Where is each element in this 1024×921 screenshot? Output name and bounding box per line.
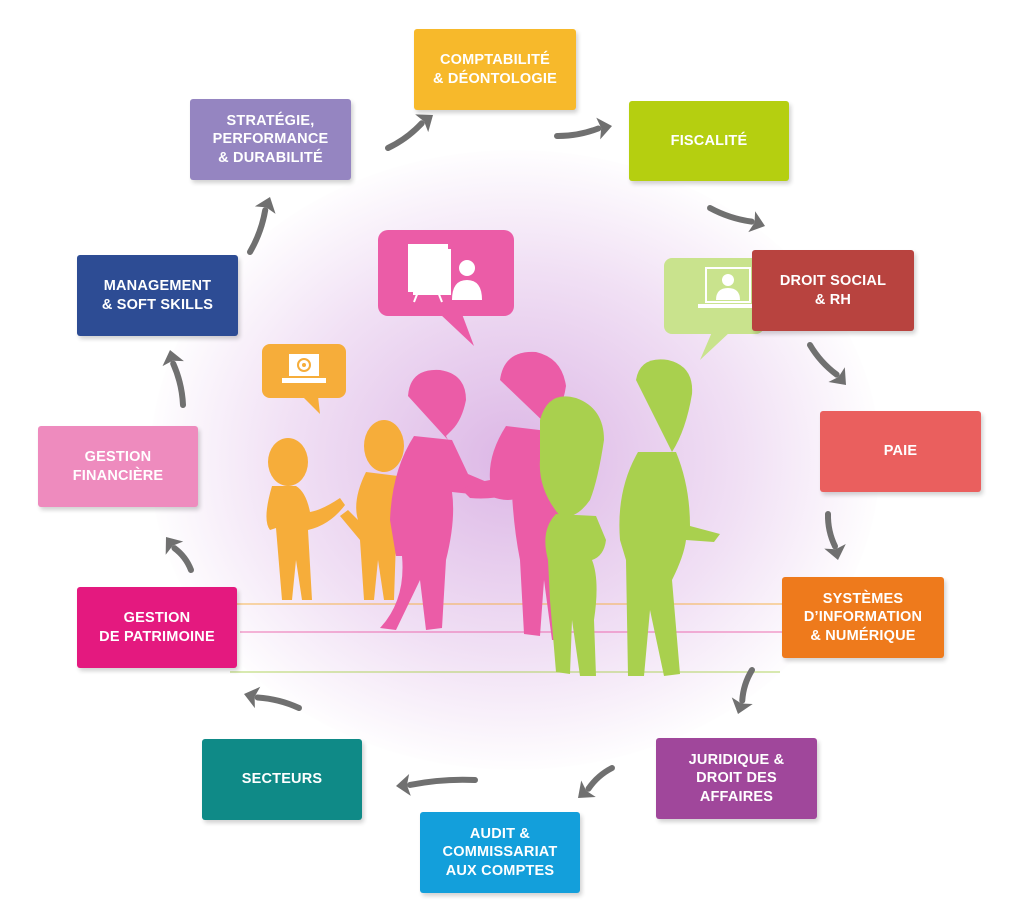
topic-droit-social-rh[interactable]: DROIT SOCIAL & RH	[752, 250, 914, 331]
topic-audit[interactable]: AUDIT & COMMISSARIAT AUX COMPTES	[420, 812, 580, 893]
orange-person-left	[266, 438, 345, 600]
cycle-arrow	[578, 765, 615, 798]
topic-comptabilite[interactable]: COMPTABILITÉ & DÉONTOLOGIE	[414, 29, 576, 110]
cycle-arrow	[731, 667, 755, 714]
cycle-arrow	[385, 114, 433, 151]
laptop-email-icon	[282, 354, 326, 383]
cycle-arrow	[707, 205, 765, 233]
green-person-center	[539, 396, 606, 676]
cycle-arrow	[162, 350, 186, 408]
cycle-arrow	[165, 537, 194, 573]
topic-gestion-patrimoine[interactable]: GESTION DE PATRIMOINE	[77, 587, 237, 668]
topic-secteurs[interactable]: SECTEURS	[202, 739, 362, 820]
topic-fiscalite[interactable]: FISCALITÉ	[629, 101, 789, 181]
presentation-board-person-icon	[408, 244, 482, 303]
topic-strategie[interactable]: STRATÉGIE, PERFORMANCE & DURABILITÉ	[190, 99, 351, 180]
cycle-arrows	[162, 114, 846, 798]
topic-juridique[interactable]: JURIDIQUE & DROIT DES AFFAIRES	[656, 738, 817, 819]
orange-person-right	[340, 420, 404, 600]
video-call-icon	[698, 267, 758, 308]
topic-management[interactable]: MANAGEMENT & SOFT SKILLS	[77, 255, 238, 336]
cycle-arrow	[824, 511, 846, 560]
speech-bubble-presentation	[378, 230, 514, 346]
speech-bubble-laptop	[262, 344, 346, 414]
pink-person-left	[380, 369, 520, 630]
cycle-arrow	[554, 117, 612, 140]
cycle-arrow	[244, 686, 302, 711]
cycle-arrow	[396, 773, 478, 796]
topic-paie[interactable]: PAIE	[820, 411, 981, 492]
speech-bubble-video-call	[664, 258, 764, 360]
cycle-arrow	[247, 197, 276, 255]
green-person-right	[619, 359, 720, 676]
topic-gestion-financiere[interactable]: GESTION FINANCIÈRE	[38, 426, 198, 507]
cycle-arrow	[807, 342, 846, 385]
topic-systemes-information[interactable]: SYSTÈMES D’INFORMATION & NUMÉRIQUE	[782, 577, 944, 658]
